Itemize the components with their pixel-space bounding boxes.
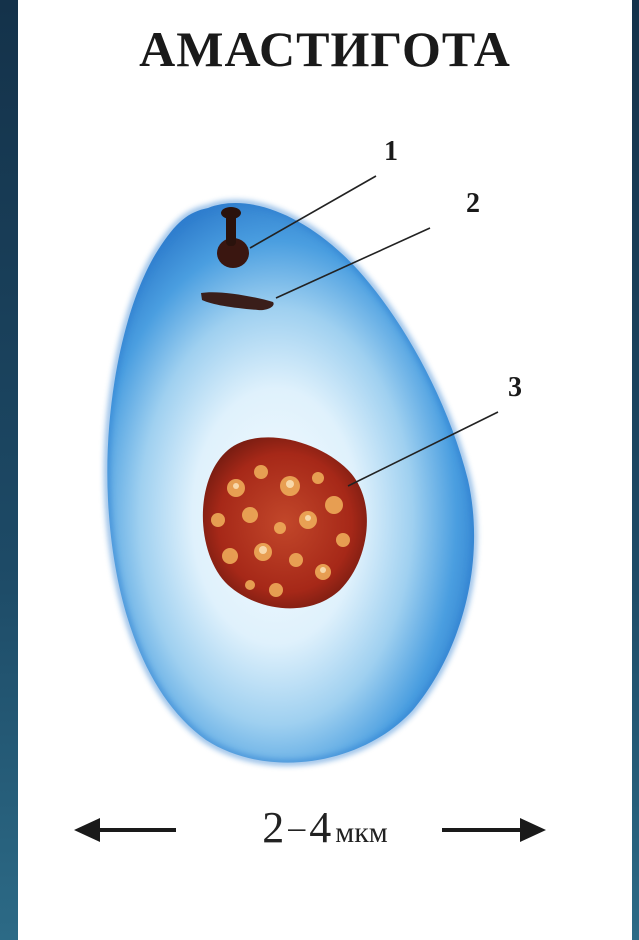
- amastigote-illustration: [18, 0, 632, 940]
- scale-unit: мкм: [335, 816, 388, 849]
- scale-to: 4: [309, 803, 331, 852]
- callout-label-2: 2: [466, 190, 480, 218]
- callout-label-1: 1: [384, 138, 398, 166]
- scale-from: 2: [262, 803, 284, 852]
- callout-label-3: 3: [508, 374, 522, 402]
- left-frame-stripe: [0, 0, 18, 940]
- right-frame-stripe: [632, 0, 639, 940]
- scale-separator: –: [288, 809, 305, 846]
- scale-label: 2 – 4 мкм: [18, 806, 632, 850]
- diagram-panel: АМАСТИГОТА: [18, 0, 632, 940]
